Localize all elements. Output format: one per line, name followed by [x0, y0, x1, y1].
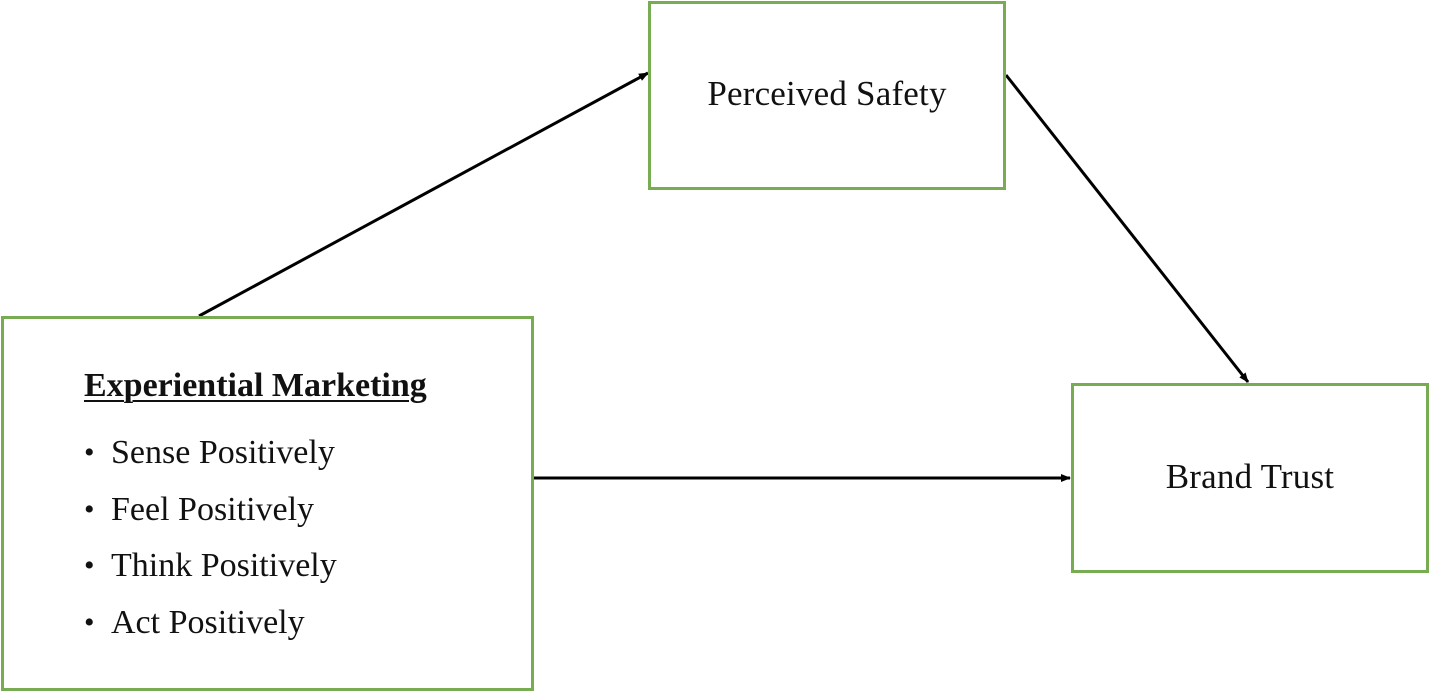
arrow-marketing-to-safety [198, 71, 649, 318]
bullet-icon: • [84, 492, 95, 526]
bullet-icon: • [84, 436, 95, 469]
perceived-safety-box: Perceived Safety [648, 1, 1006, 190]
dimension-label: Feel Positively [111, 490, 315, 528]
experiential-marketing-title: Experiential Marketing [84, 367, 427, 404]
bullet-icon: • [84, 605, 95, 639]
perceived-safety-label: Perceived Safety [707, 73, 947, 113]
dimension-label: Think Positively [111, 547, 337, 584]
dimension-label: Sense Positively [111, 434, 335, 471]
brand-trust-box: Brand Trust [1071, 383, 1429, 573]
brand-trust-label: Brand Trust [1165, 457, 1335, 496]
dimension-list: • Sense Positively • Feel Positively • T… [84, 433, 337, 659]
arrow-safety-to-trust [1004, 74, 1250, 383]
dimension-item-sense: • Sense Positively [84, 433, 337, 490]
dimension-item-act: • Act Positively [84, 603, 337, 660]
bullet-icon: • [84, 549, 95, 582]
dimension-label: Act Positively [111, 603, 305, 641]
experiential-marketing-box: Experiential Marketing • Sense Positivel… [1, 316, 534, 691]
dimension-item-think: • Think Positively [84, 546, 337, 603]
dimension-item-feel: • Feel Positively [84, 490, 337, 547]
